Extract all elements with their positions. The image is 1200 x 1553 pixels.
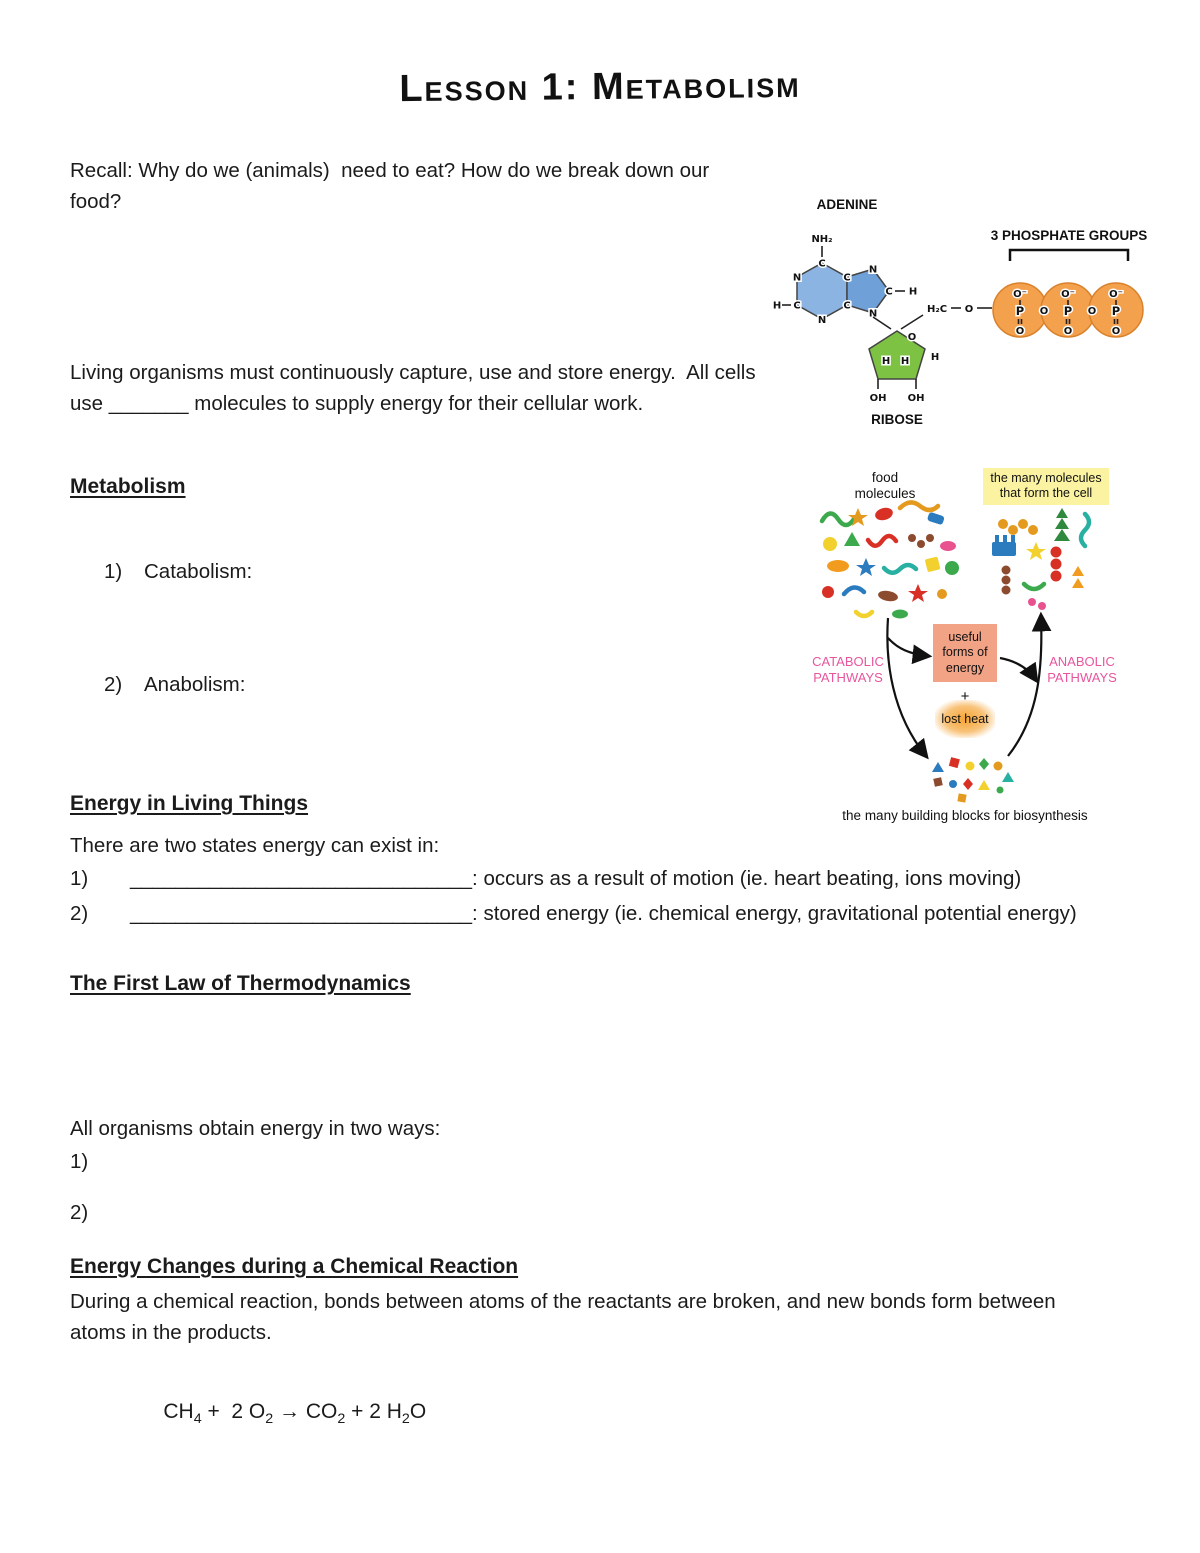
energy-states-intro: There are two states energy can exist in… [70, 834, 440, 857]
list-item-catabolism: 1) Catabolism: [104, 560, 252, 584]
eq-subscript: 2 [401, 1411, 410, 1428]
page-title: Lesson 1: Metabolism [399, 63, 801, 111]
atom-n: N [818, 315, 826, 326]
eq-part: → CO [273, 1400, 338, 1423]
food-molecules-illustration [819, 500, 959, 619]
anabolic-pathways-label: ANABOLIC PATHWAYS [1047, 654, 1117, 685]
atom-h: H [901, 356, 909, 367]
atom-o: O [1016, 326, 1025, 337]
metabolism-pathways-figure: food molecules the many molecules that f… [800, 466, 1130, 830]
item-definition: : stored energy (ie. chemical energy, gr… [472, 902, 1077, 925]
item-definition: : occurs as a result of motion (ie. hear… [472, 867, 1022, 890]
plus-sign: + [960, 688, 970, 705]
obtain-energy-item-1: 1) [70, 1150, 89, 1173]
item-number: 1) [104, 560, 123, 583]
fill-in-blank: ______________________________ [130, 867, 473, 890]
item-label: Catabolism: [144, 560, 253, 583]
bridge-o: O [1088, 306, 1097, 317]
obtain-energy-item-2: 2) [70, 1201, 89, 1224]
adenine-label: ADENINE [817, 197, 878, 212]
atom-n: N [869, 265, 877, 276]
item-number: 1) [70, 867, 89, 890]
energy-input-arrow [999, 656, 1039, 684]
atom-c: C [843, 301, 850, 312]
chemical-equation: CH4 + 2 O2 → CO2 + 2 H2O [140, 1376, 426, 1451]
atp-molecule-diagram: ADENINE 3 PHOSPHATE GROUPS NH₂ C N C C C… [771, 197, 1148, 427]
oh-group: OH [870, 393, 887, 404]
pathways-diagram [819, 500, 1092, 803]
energy-intro-text: Living organisms must continuously captu… [70, 361, 762, 415]
eq-part: + 2 H [345, 1400, 402, 1423]
cell-molecules-label: the many molecules that form the cell [983, 468, 1109, 505]
heading-energy-changes: Energy Changes during a Chemical Reactio… [70, 1255, 519, 1278]
food-molecules-label: food molecules [854, 470, 916, 502]
building-blocks-illustration [932, 757, 1014, 803]
eq-part: CH [163, 1400, 194, 1423]
useful-energy-box: useful forms of energy [933, 624, 997, 682]
item-label: Anabolism: [144, 673, 246, 696]
item-number: 2) [70, 902, 89, 925]
building-blocks-caption: the many building blocks for biosynthesi… [842, 808, 1088, 823]
heading-first-law: The First Law of Thermodynamics [70, 972, 411, 995]
eq-subscript: 2 [337, 1411, 346, 1428]
atom-c: C [885, 287, 892, 298]
energy-state-item-2: 2) ______________________________: stored… [70, 902, 1077, 926]
atom-h: H [773, 301, 781, 312]
atom-p: P [1112, 304, 1120, 318]
eq-part: + 2 O [201, 1400, 266, 1423]
h2c-group: H₂C [927, 304, 947, 315]
atom-n: N [869, 309, 877, 320]
atom-h: H [931, 352, 939, 363]
glycosidic-bond [872, 316, 892, 330]
o-minus: O⁻ [1061, 289, 1075, 300]
atom-c: C [843, 273, 850, 284]
atom-p: P [1016, 304, 1024, 318]
phosphate-groups: O⁻ P O O O⁻ P O O O⁻ P O [992, 282, 1144, 339]
anabolic-arrow [1007, 611, 1052, 757]
ribose-label: RIBOSE [871, 412, 923, 427]
energy-release-arrow [887, 637, 933, 665]
lost-heat-label: lost heat [935, 700, 995, 738]
o-minus: O⁻ [1109, 289, 1123, 300]
atom-p: P [1064, 304, 1072, 318]
atom-o: O [908, 332, 917, 343]
atom-n: N [793, 273, 801, 284]
phosphate-linker: H₂C O [900, 303, 992, 330]
obtain-energy-intro: All organisms obtain energy in two ways: [70, 1117, 441, 1140]
c5-bond [900, 314, 924, 330]
atom-h: H [909, 287, 917, 298]
catabolic-pathways-label: CATABOLIC PATHWAYS [812, 654, 884, 685]
item-number: 2) [104, 673, 123, 696]
o-minus: O⁻ [1013, 289, 1027, 300]
list-item-anabolism: 2) Anabolism: [104, 673, 245, 697]
atom-c: C [818, 259, 825, 270]
nh2-group: NH₂ [811, 234, 832, 245]
cell-molecules-illustration [992, 508, 1092, 610]
heading-energy-in-living-things: Energy in Living Things [70, 792, 309, 815]
eq-subscript: 4 [193, 1411, 202, 1428]
fill-in-blank: ______________________________ [130, 902, 473, 925]
heading-metabolism: Metabolism [70, 475, 186, 498]
atom-h: H [882, 356, 890, 367]
atom-o: O [1064, 326, 1073, 337]
atom-o: O [1112, 326, 1121, 337]
energy-state-item-1: 1) ______________________________: occurs… [70, 867, 1021, 891]
bridge-o: O [1040, 306, 1049, 317]
catabolic-arrow [886, 617, 929, 760]
phosphate-bracket [1008, 248, 1130, 261]
atom-c: C [793, 301, 800, 312]
ribose-ring: O H H H OH OH RIBOSE [868, 316, 941, 427]
eq-part: O [409, 1400, 427, 1423]
recall-question: Recall: Why do we (animals) need to eat?… [70, 159, 715, 213]
atp-molecule-figure: ADENINE 3 PHOSPHATE GROUPS NH₂ C N C C C… [765, 193, 1160, 445]
atom-o: O [965, 304, 974, 315]
energy-changes-body: During a chemical reaction, bonds betwee… [70, 1290, 1062, 1344]
phosphate-groups-label: 3 PHOSPHATE GROUPS [991, 228, 1148, 243]
eq-subscript: 2 [265, 1411, 274, 1428]
adenine-rings: NH₂ C N C C C N H N C N H [771, 233, 918, 328]
oh-group: OH [908, 393, 925, 404]
